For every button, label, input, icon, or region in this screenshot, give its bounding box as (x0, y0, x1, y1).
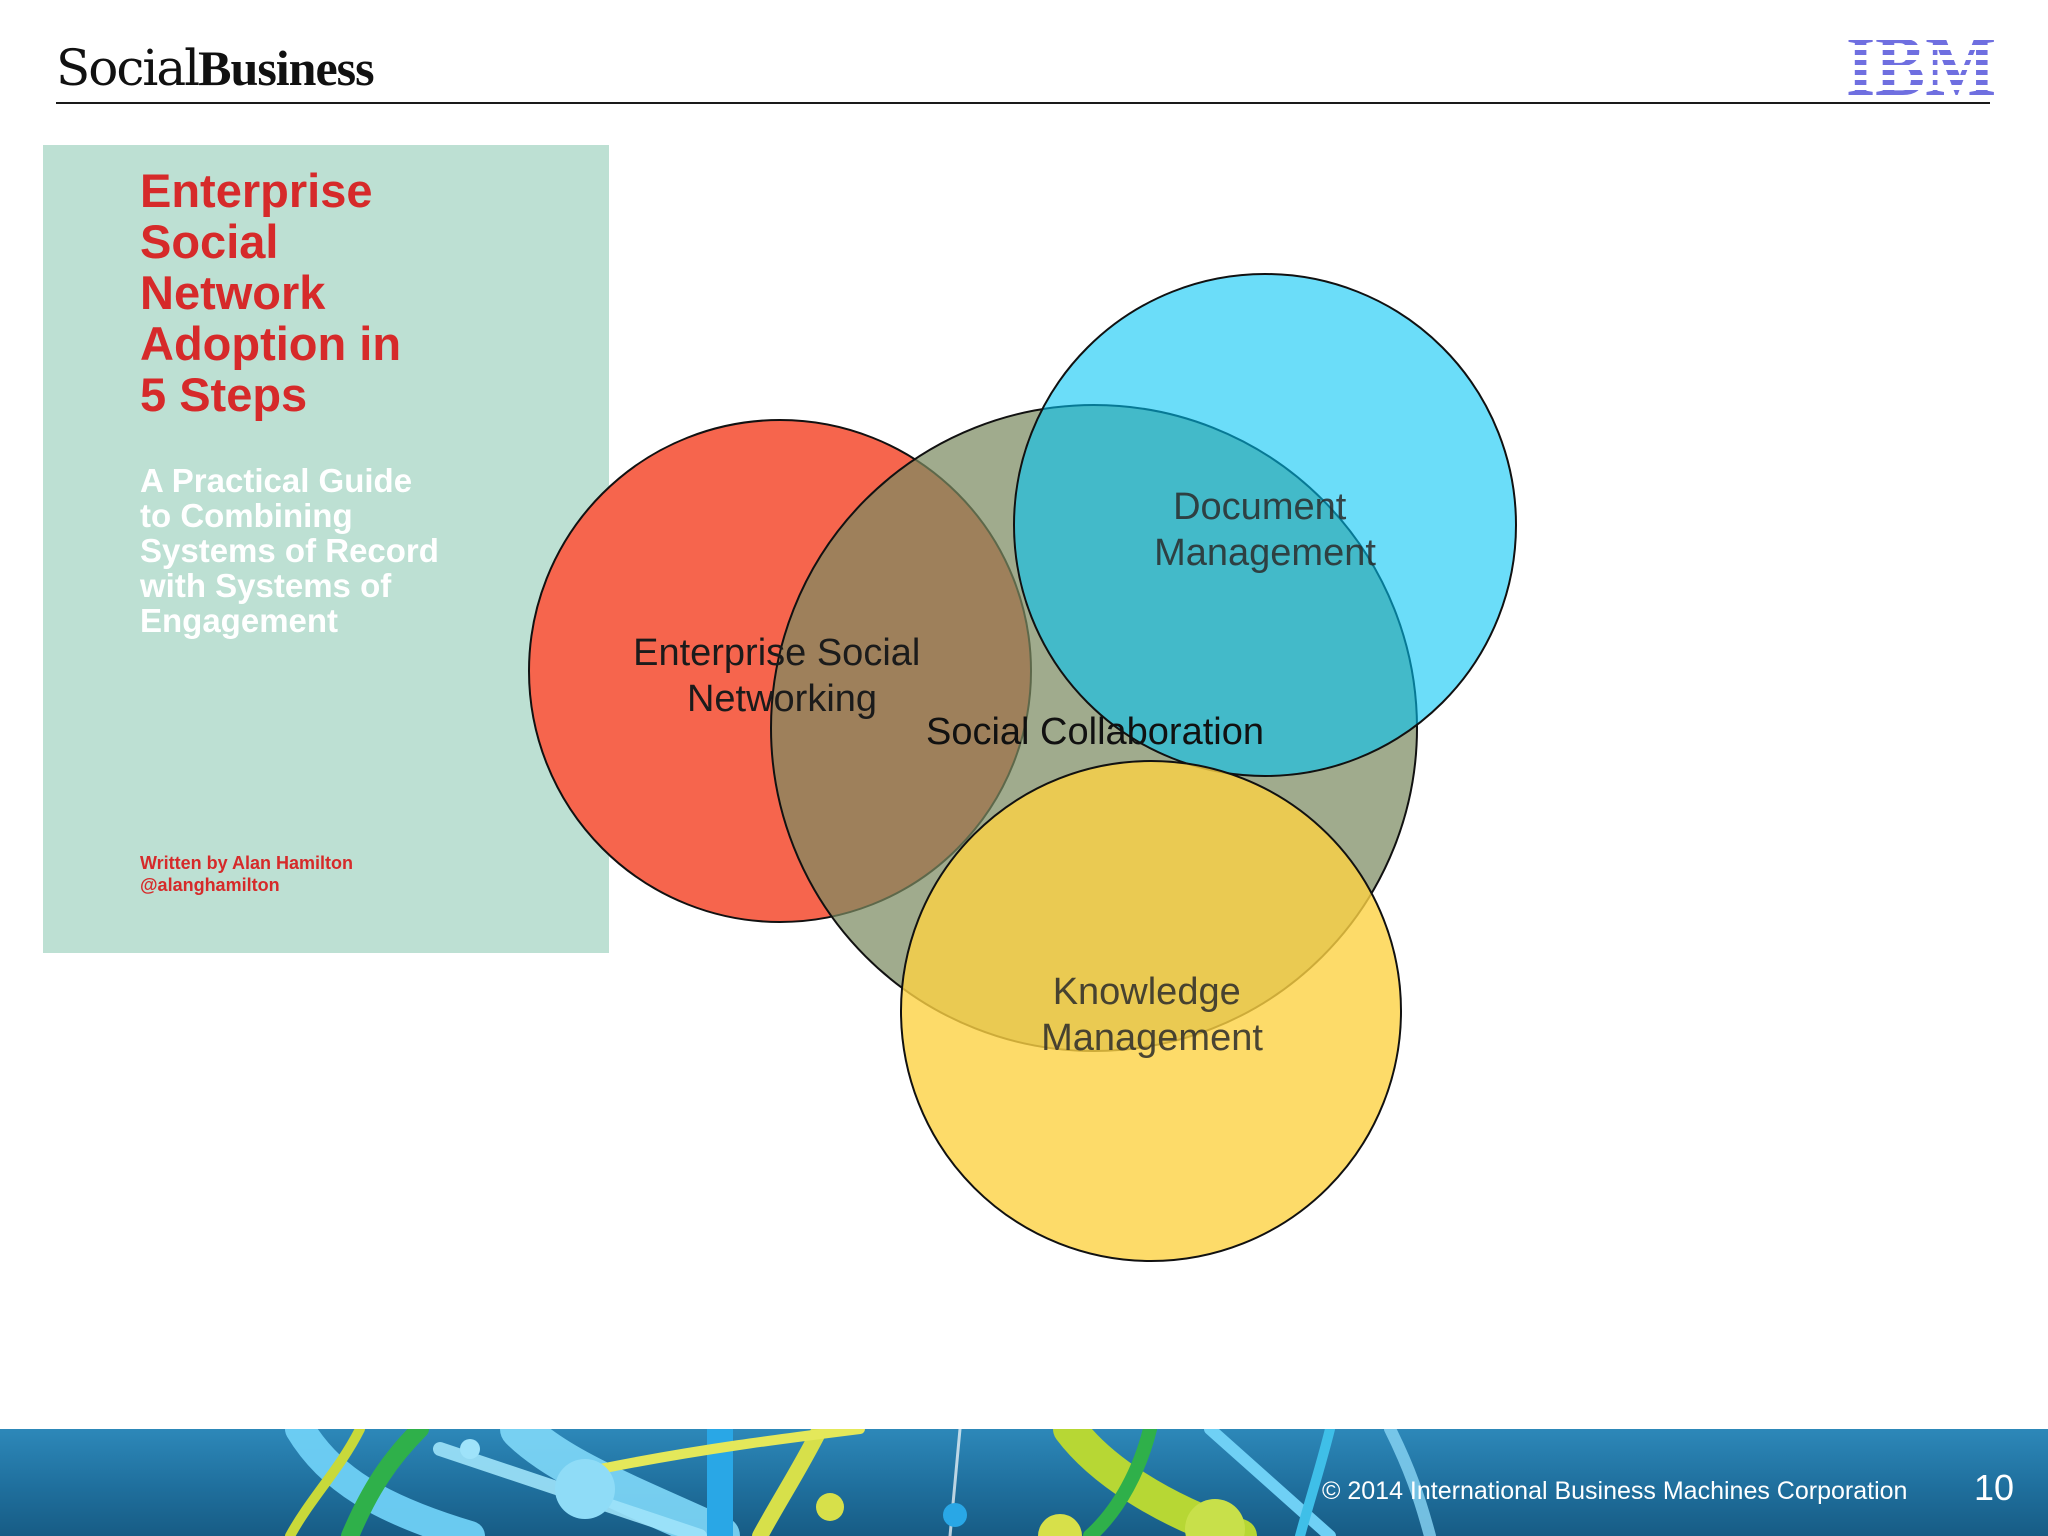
ibm-logo: IBM (1846, 28, 1996, 98)
label-social-collaboration: Social Collaboration (926, 711, 1264, 753)
ibm-logo-text: IBM (1846, 28, 1996, 98)
book-title: Enterprise Social Network Adoption in 5 … (140, 164, 402, 421)
copyright-text: © 2014 International Business Machines C… (1322, 1477, 1908, 1505)
book-subtitle: A Practical Guide to Combining Systems o… (140, 462, 439, 639)
circle-document-management (1013, 273, 1517, 777)
page-number: 10 (1974, 1467, 2015, 1508)
circle-knowledge-management (900, 760, 1402, 1262)
label-enterprise-social-networking: Enterprise Social Networking (633, 632, 931, 720)
footer-decoration (285, 1429, 1436, 1536)
footer-banner (0, 1429, 2048, 1536)
book-cover: Enterprise Social Network Adoption in 5 … (43, 145, 609, 953)
header-divider (56, 102, 1990, 104)
label-document-management: Document Management (1154, 486, 1376, 574)
brand-light-text: Social (56, 39, 200, 97)
brand-bold-text: Business (198, 40, 374, 96)
book-author: Written by Alan Hamilton @alanghamilton (140, 853, 354, 895)
label-knowledge-management: Knowledge Management (1041, 971, 1263, 1059)
social-business-logo: SocialBusiness (56, 38, 375, 98)
